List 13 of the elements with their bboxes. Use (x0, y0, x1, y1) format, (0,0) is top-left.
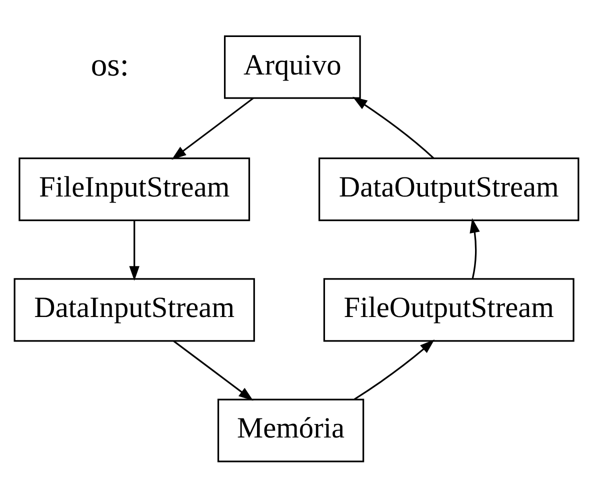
node-box: Memória (217, 398, 364, 462)
label: os: (90, 47, 129, 84)
arrow (172, 97, 254, 160)
node-box: DataOutputStream (318, 158, 580, 222)
arrow (129, 220, 140, 281)
node-box: FileOutputStream (323, 278, 574, 342)
arrow (354, 340, 435, 400)
arrow (470, 218, 480, 278)
arrow (352, 96, 434, 159)
node-box: DataInputStream (14, 278, 255, 342)
node-box: Arquivo (224, 35, 361, 99)
node-box: FileInputStream (18, 158, 250, 222)
arrow (173, 340, 254, 401)
